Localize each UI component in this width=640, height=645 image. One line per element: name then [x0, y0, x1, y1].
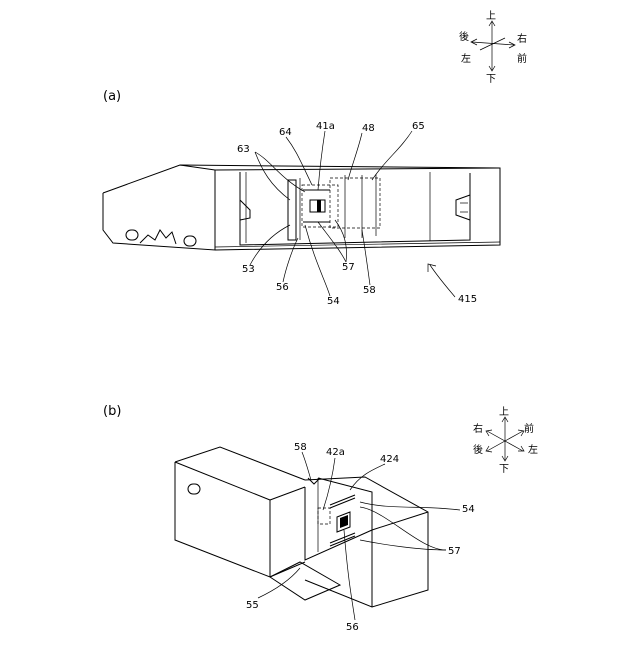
label-b-56: 56 [346, 622, 359, 633]
label-a-57: 57 [342, 262, 355, 273]
compass-b: 上 下 右 後 前 左 [473, 406, 538, 475]
figure-a-housing [103, 165, 500, 250]
label-a-63: 63 [237, 144, 250, 155]
compass-a-right: 右 [517, 32, 527, 45]
compass-a-back: 後 [459, 30, 469, 43]
label-b-58: 58 [294, 442, 307, 453]
label-a-64: 64 [279, 127, 292, 138]
label-b-54: 54 [462, 504, 475, 515]
compass-b-up: 上 [499, 406, 509, 418]
label-a-54: 54 [327, 296, 340, 307]
label-b-57: 57 [448, 546, 461, 557]
compass-a: 上 下 後 左 右 前 [459, 10, 527, 85]
label-a-53: 53 [242, 264, 255, 275]
compass-b-right: 右 [473, 422, 483, 435]
compass-b-front: 前 [524, 422, 534, 435]
label-b-42a: 42a [326, 447, 345, 458]
compass-a-left: 左 [461, 52, 471, 65]
compass-b-left: 左 [528, 443, 538, 456]
caption-b: (b) [103, 404, 121, 419]
compass-a-down: 下 [486, 74, 496, 85]
label-a-56: 56 [276, 282, 289, 293]
label-a-48: 48 [362, 123, 375, 134]
compass-b-back: 後 [473, 443, 483, 456]
label-b-55: 55 [246, 600, 259, 611]
label-a-58: 58 [363, 285, 376, 296]
label-a-415: 415 [458, 294, 477, 305]
compass-b-down: 下 [499, 464, 509, 475]
caption-a: (a) [103, 89, 121, 104]
label-a-41a: 41a [316, 121, 335, 132]
compass-a-front: 前 [517, 52, 527, 65]
label-a-65: 65 [412, 121, 425, 132]
figure-b-housing [175, 447, 428, 607]
label-b-424: 424 [380, 454, 399, 465]
compass-a-up: 上 [486, 10, 496, 22]
